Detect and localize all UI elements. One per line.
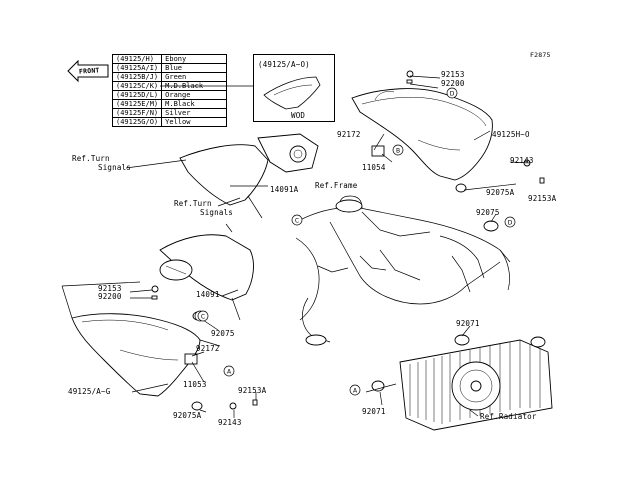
front-arrow-icon — [67, 59, 109, 83]
color-row: (49125F/N)Silver — [111, 108, 228, 118]
label-92172-top: 92172 — [337, 130, 361, 139]
label-92143-right: 92143 — [510, 156, 534, 165]
color-row: (49125C/K)M.D.Black — [111, 81, 228, 91]
front-label: FRONT — [78, 66, 100, 76]
frame-reference — [295, 195, 511, 346]
label-14091: 14091 — [196, 290, 220, 299]
radiator-reference — [371, 334, 553, 431]
label-92075a-left: 92075A — [173, 411, 202, 420]
fairing-left-lower — [71, 313, 201, 397]
color-code: (49125B/J) — [111, 72, 163, 82]
inset-title: (49125/A~O) — [258, 60, 310, 69]
color-name: Blue — [161, 63, 228, 73]
svg-text:D: D — [450, 91, 455, 98]
color-row: (49125E/M)M.Black — [111, 99, 228, 109]
color-code: (49125D/L) — [111, 90, 163, 100]
color-name: M.Black — [161, 99, 228, 109]
label-14091a: 14091A — [270, 185, 299, 194]
ref-turn-signals-2b: Signals — [200, 208, 234, 217]
callout-d-2: D — [504, 216, 516, 228]
callout-c-1: C — [291, 214, 303, 226]
svg-text:D: D — [508, 220, 513, 227]
grommet-92071-b — [371, 380, 385, 392]
color-row: (49125A/I)Blue — [111, 63, 228, 73]
label-92075-mid: 92075 — [211, 329, 235, 338]
grommet-92071-a — [454, 334, 470, 346]
color-code: (49125C/K) — [111, 81, 163, 91]
inset-box: (49125/A~O) WOD — [253, 54, 335, 122]
callout-d-1: D — [446, 87, 458, 99]
label-92172-left: 92172 — [196, 344, 220, 353]
label-92153a-left: 92153A — [238, 386, 267, 395]
color-code: (49125F/N) — [111, 108, 163, 118]
color-name: Yellow — [161, 117, 228, 127]
color-name: Ebony — [161, 54, 228, 64]
label-11053: 11053 — [183, 380, 207, 389]
label-49125h-o: 49125H~O — [492, 130, 530, 139]
color-code: (49125G/O) — [111, 117, 163, 127]
color-name: Silver — [161, 108, 228, 118]
label-92075-right: 92075 — [476, 208, 500, 217]
color-row: (49125D/L)Orange — [111, 90, 228, 100]
ref-turn-signals-1b: Signals — [98, 163, 132, 172]
grommet-92075a-right — [455, 183, 467, 193]
inset-fairing-drawing — [263, 76, 321, 110]
color-table: (49125/H)Ebony(49125A/I)Blue(49125B/J)Gr… — [111, 54, 228, 127]
inset-caption: WOD — [291, 111, 306, 120]
svg-text:C: C — [201, 314, 205, 321]
color-name: M.D.Black — [161, 81, 228, 91]
color-name: Orange — [161, 90, 228, 100]
label-11054: 11054 — [362, 163, 386, 172]
figure-id: F2875 — [530, 51, 551, 59]
fairing-right-upper — [351, 88, 493, 181]
svg-text:C: C — [295, 218, 299, 225]
label-92200-top: 92200 — [441, 79, 465, 88]
callout-a-1: A — [223, 365, 235, 377]
color-code: (49125A/I) — [111, 63, 163, 73]
svg-text:B: B — [396, 148, 400, 155]
ref-turn-signals-2: Ref.Turn — [174, 199, 212, 208]
label-92153-left: 92153 — [98, 284, 122, 293]
svg-text:A: A — [227, 369, 232, 376]
color-row: (49125G/O)Yellow — [111, 117, 228, 127]
callout-c-2: C — [197, 310, 209, 322]
svg-text:A: A — [353, 388, 358, 395]
label-92075a-right: 92075A — [486, 188, 515, 197]
ref-turn-signals-1: Ref.Turn — [72, 154, 110, 163]
grommet-92075a-left — [191, 401, 203, 411]
inner-panel-lower — [159, 234, 254, 321]
label-92071-a: 92071 — [456, 319, 480, 328]
callout-b-1: B — [392, 144, 404, 156]
ref-radiator: Ref.Radiator — [480, 412, 537, 421]
grommet-92075 — [483, 220, 499, 232]
label-92071-b: 92071 — [362, 407, 386, 416]
color-code: (49125E/M) — [111, 99, 163, 109]
inner-panel-upper — [179, 133, 319, 219]
label-92153a-right: 92153A — [528, 194, 557, 203]
color-name: Green — [161, 72, 228, 82]
color-row: (49125/H)Ebony — [111, 54, 228, 64]
label-92143-left: 92143 — [218, 418, 242, 427]
ref-frame: Ref.Frame — [315, 181, 358, 190]
color-code: (49125/H) — [111, 54, 163, 64]
label-92153-top: 92153 — [441, 70, 465, 79]
color-row: (49125B/J)Green — [111, 72, 228, 82]
label-92200-left: 92200 — [98, 292, 122, 301]
callout-a-2: A — [349, 384, 361, 396]
label-49125a-g: 49125/A~G — [68, 387, 111, 396]
